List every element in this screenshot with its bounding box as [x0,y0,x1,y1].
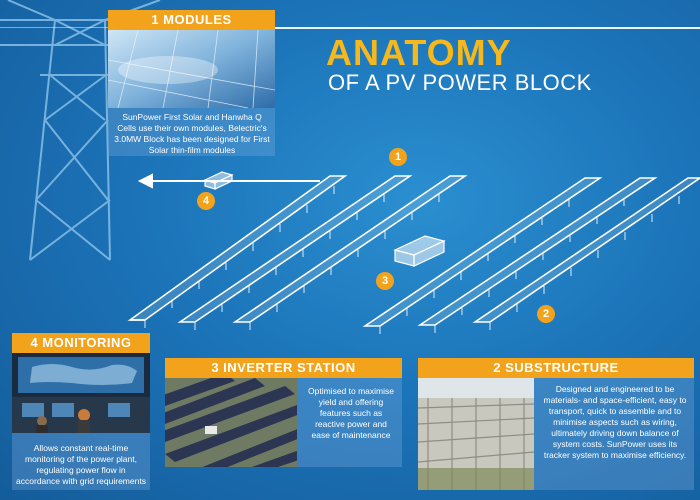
inverter-box [393,235,446,267]
inverter-photo [165,378,297,467]
substructure-photo [418,378,534,490]
marker-2: 2 [537,305,555,323]
monitoring-box [203,171,234,190]
pylon-illustration [0,0,170,261]
solar-row [472,177,700,323]
modules-heading: 1 MODULES [108,10,275,30]
solar-row [362,177,603,327]
monitoring-heading: 4 MONITORING [12,333,150,353]
page-title: ANATOMY [326,32,512,73]
solar-row [177,175,413,323]
solar-row [232,175,468,323]
page-subtitle: OF A PV POWER BLOCK [328,70,592,95]
marker-1: 1 [389,148,407,166]
solar-row [127,175,348,321]
solar-rows [127,175,700,327]
solar-row-legs [144,186,680,334]
modules-description: SunPower First Solar and Hanwha Q Cells … [114,112,270,155]
inverter-description: Optimised to maximise yield and offering… [308,386,394,440]
monitoring-arrow [137,173,320,189]
substructure-description: Designed and engineered to be materials-… [543,384,687,460]
title-rule-top [275,27,700,29]
monitoring-photo [12,353,150,433]
modules-photo [108,30,275,108]
marker-4: 4 [197,192,215,210]
inverter-heading: 3 INVERTER STATION [165,358,402,378]
substructure-heading: 2 SUBSTRUCTURE [418,358,694,378]
solar-row [417,177,658,326]
monitoring-description: Allows constant real-time monitoring of … [16,443,146,486]
marker-3: 3 [376,272,394,290]
